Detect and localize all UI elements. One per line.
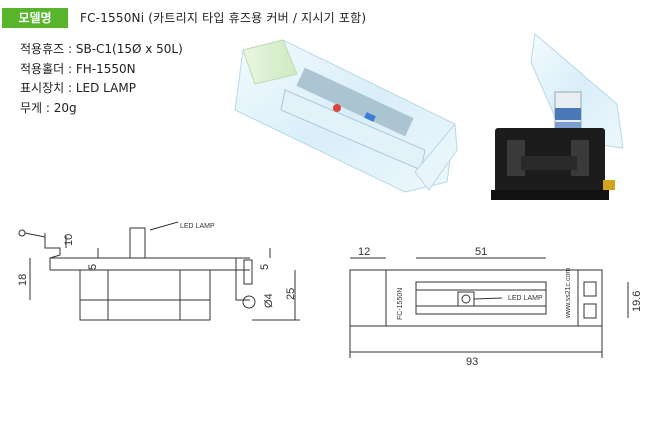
product-photo	[234, 33, 624, 200]
spec-label: 적용홀더	[20, 61, 65, 76]
spec-indicator: 표시장치 : LED LAMP	[20, 81, 136, 95]
side-view-drawing	[18, 221, 300, 321]
dim-25-label: 25	[285, 288, 297, 300]
spec-value: 20g	[53, 100, 77, 115]
spec-weight: 무게 : 20g	[20, 100, 77, 115]
dim-51-label: 51	[475, 246, 487, 258]
spec-value: FH-1550N	[75, 61, 136, 76]
spec-holder: 적용홀더 : FH-1550N	[20, 61, 136, 76]
dim-12-label: 12	[358, 246, 370, 258]
website-print-label: www.ss21c.com	[565, 268, 572, 319]
cover-on-holder-image	[491, 33, 624, 200]
spec-value: SB-C1(15Ø x 50L)	[75, 42, 183, 56]
dim-93-label: 93	[466, 356, 478, 368]
spec-label: 표시장치	[20, 81, 65, 95]
model-print-label: FC-1550N	[397, 288, 404, 320]
dim-19-6-label: 19.6	[631, 291, 643, 312]
dim-10-label: 10	[63, 234, 75, 246]
spec-label: 무게	[20, 100, 43, 115]
dim-5-left-label: 5	[87, 264, 99, 270]
dim-phi4-label: Ø4	[263, 293, 275, 308]
top-led-label: LED LAMP	[508, 295, 543, 302]
product-title: FC-1550Ni (카트리지 타입 휴즈용 커버 / 지시기 포함)	[80, 11, 367, 25]
model-name-badge: 모델명	[2, 8, 68, 28]
spec-fuse: 적용휴즈 : SB-C1(15Ø x 50L)	[20, 42, 183, 56]
spec-label: 적용휴즈	[20, 42, 65, 56]
dim-5-right-label: 5	[259, 264, 271, 270]
side-led-label: LED LAMP	[180, 223, 215, 230]
spec-list: 적용휴즈 : SB-C1(15Ø x 50L) 적용홀더 : FH-1550N …	[20, 40, 183, 118]
dim-18-label: 18	[17, 274, 29, 286]
top-view-drawing	[349, 257, 629, 358]
cover-left-image	[234, 39, 458, 193]
dimension-drawings: LED LAMP 10 18 5 5 Ø4 25 12 51 93 19.6 F…	[17, 221, 643, 368]
spec-value: LED LAMP	[75, 81, 136, 95]
